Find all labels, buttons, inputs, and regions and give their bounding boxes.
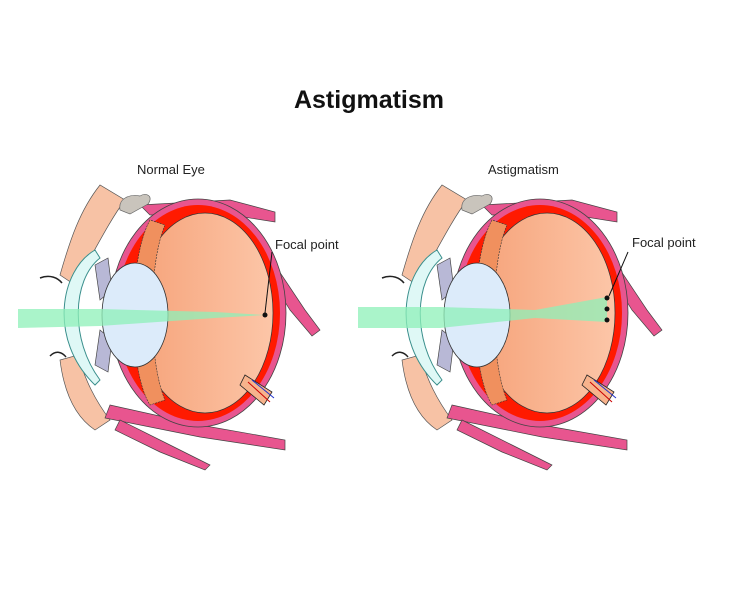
astig-focal-pointer xyxy=(608,251,629,297)
normal-eye-drawing xyxy=(39,184,321,471)
normal-focal-pointer xyxy=(264,251,273,314)
astig-focal-dot xyxy=(604,306,610,312)
astig-focal-dot xyxy=(604,317,610,323)
focal-point-label-astigmatism: Focal point xyxy=(632,235,696,250)
panel-heading-astigmatism: Astigmatism xyxy=(488,162,559,177)
astig-light-beam xyxy=(358,297,607,328)
diagram-title: Astigmatism xyxy=(293,86,445,114)
normal-light-beam xyxy=(18,309,265,328)
astig-focal-dot xyxy=(604,295,610,301)
panel-heading-normal: Normal Eye xyxy=(137,162,205,177)
normal-focal-dot xyxy=(262,312,268,318)
focal-point-label-normal: Focal point xyxy=(275,237,339,252)
